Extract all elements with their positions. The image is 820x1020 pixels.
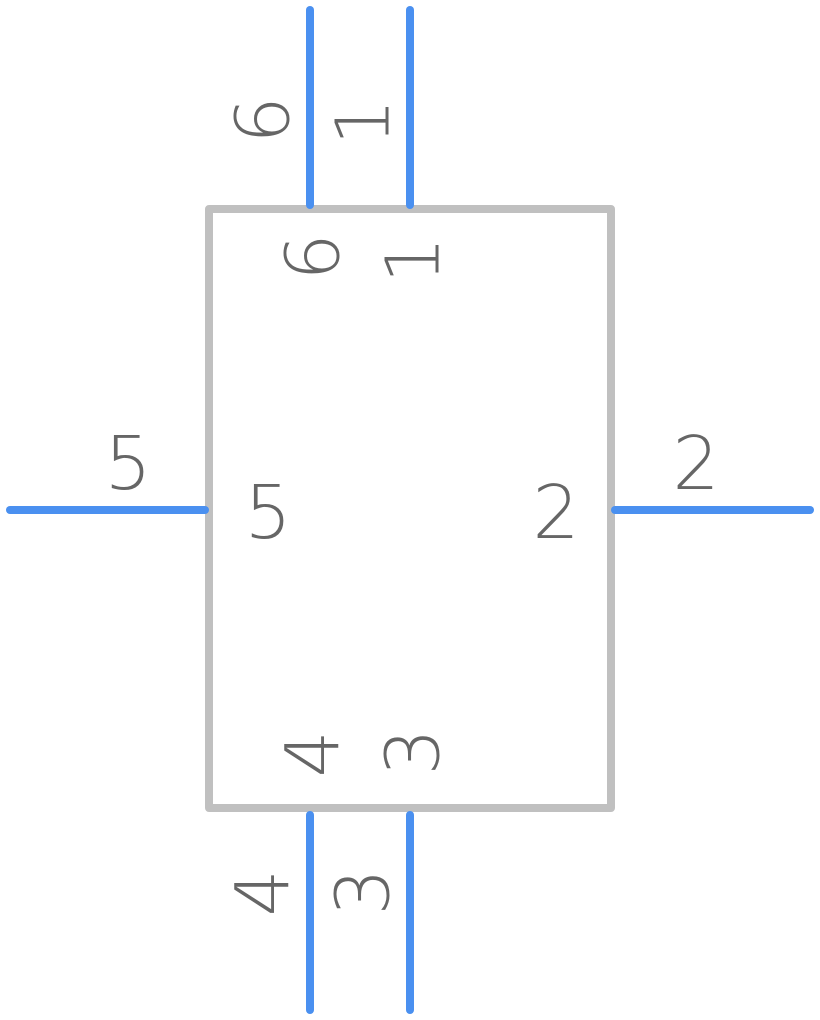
- pin-4-number: 4: [221, 869, 307, 916]
- pin-2-name: 2: [532, 470, 579, 556]
- pin-4-name: 4: [271, 730, 357, 777]
- pin-6-number: 6: [221, 96, 307, 143]
- pin-5-name: 5: [244, 470, 291, 556]
- pin-1-name: 1: [371, 236, 457, 283]
- pin-1-number: 1: [321, 98, 407, 145]
- pin-5-number: 5: [104, 421, 151, 507]
- pin-3-number: 3: [321, 868, 407, 915]
- pin-6-name: 6: [271, 233, 357, 280]
- pin-3-name: 3: [371, 728, 457, 775]
- pin-2-number: 2: [672, 421, 719, 507]
